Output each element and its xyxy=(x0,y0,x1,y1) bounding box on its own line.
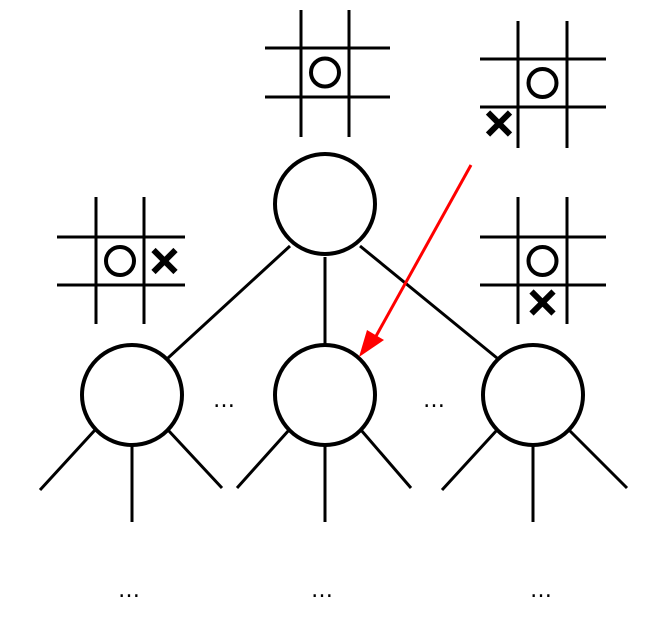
board-arrow-source xyxy=(480,21,606,148)
o-mark xyxy=(104,245,136,277)
edge-root-right xyxy=(359,244,498,360)
ellipsis-group: … … … … … xyxy=(118,388,552,603)
edge-left-child-1 xyxy=(38,428,97,492)
o-mark xyxy=(309,56,341,89)
child-node-middle xyxy=(273,343,377,447)
x-mark-stroke-2 xyxy=(485,110,513,137)
o-mark xyxy=(526,245,559,277)
board-left xyxy=(57,197,185,324)
x-mark-stroke-2 xyxy=(151,247,178,275)
x-mark xyxy=(485,110,513,137)
o-mark xyxy=(526,67,559,99)
x-mark xyxy=(151,247,178,275)
ellipsis-between-left-middle: … xyxy=(213,388,235,413)
edge-left-child-3 xyxy=(166,428,224,490)
edge-right-child-1 xyxy=(440,428,499,492)
ellipsis-below-right: … xyxy=(530,578,552,603)
edge-root-left xyxy=(166,244,292,360)
tree-nodes xyxy=(80,152,585,447)
x-mark-stroke-2 xyxy=(529,289,556,316)
edge-middle-child-3 xyxy=(359,429,413,489)
tree-edges xyxy=(38,244,629,522)
ellipsis-below-left: … xyxy=(118,578,140,603)
root-node xyxy=(273,152,377,256)
board-root xyxy=(265,10,390,137)
transition-arrow xyxy=(359,164,473,357)
child-node-right xyxy=(481,343,585,447)
edge-middle-child-1 xyxy=(235,428,291,490)
arrow-shaft xyxy=(373,164,473,339)
x-mark xyxy=(529,289,556,316)
child-node-left xyxy=(80,343,184,447)
ellipsis-below-middle: … xyxy=(311,578,333,603)
edge-right-child-3 xyxy=(567,428,629,490)
arrow-head xyxy=(359,330,384,357)
ellipsis-between-middle-right: … xyxy=(423,388,445,413)
board-right xyxy=(480,197,606,324)
